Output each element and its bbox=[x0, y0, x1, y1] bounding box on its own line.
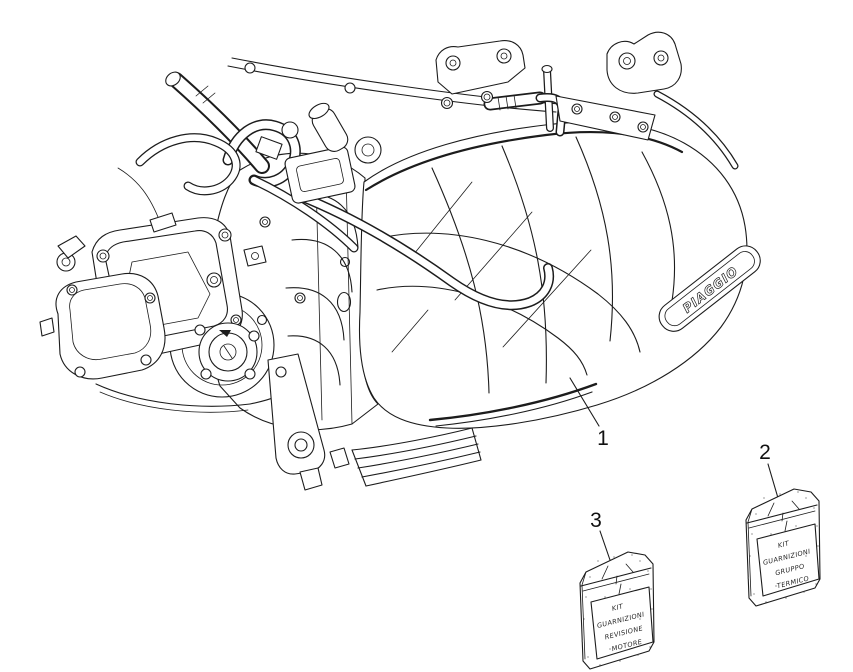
engine-assembly-drawing: PIAGGIO bbox=[39, 31, 761, 491]
callout-2[interactable]: 2 bbox=[759, 441, 779, 499]
cylinder-fins bbox=[329, 427, 482, 487]
alternator-cover bbox=[39, 235, 166, 380]
callout-2-number[interactable]: 2 bbox=[759, 441, 771, 464]
callout-1-leader bbox=[569, 377, 600, 427]
bag-texture bbox=[747, 491, 819, 603]
coolant-hoses bbox=[135, 71, 554, 311]
kit-label-line: KIT bbox=[611, 602, 625, 613]
bag-texture bbox=[581, 554, 653, 666]
callout-1[interactable]: 1 bbox=[569, 377, 609, 450]
callout-2-leader bbox=[767, 463, 779, 499]
water-pump-cover bbox=[194, 272, 260, 382]
kit-label-line: KIT bbox=[777, 539, 791, 550]
engine-mount-brackets bbox=[435, 31, 739, 170]
swingarm-bracket bbox=[267, 353, 326, 491]
callout-3[interactable]: 3 bbox=[590, 509, 611, 561]
callout-1-number[interactable]: 1 bbox=[597, 427, 609, 450]
gasket-kit-thermal-bag: KIT GUARNIZIONI GRUPPO TERMICO bbox=[745, 488, 821, 607]
callout-3-leader bbox=[599, 530, 611, 561]
gasket-kit-overhaul-bag: KIT GUARNIZIONI REVISIONE MOTORE bbox=[579, 551, 655, 670]
cvt-cover: PIAGGIO bbox=[358, 121, 761, 429]
callout-3-number[interactable]: 3 bbox=[590, 509, 602, 532]
